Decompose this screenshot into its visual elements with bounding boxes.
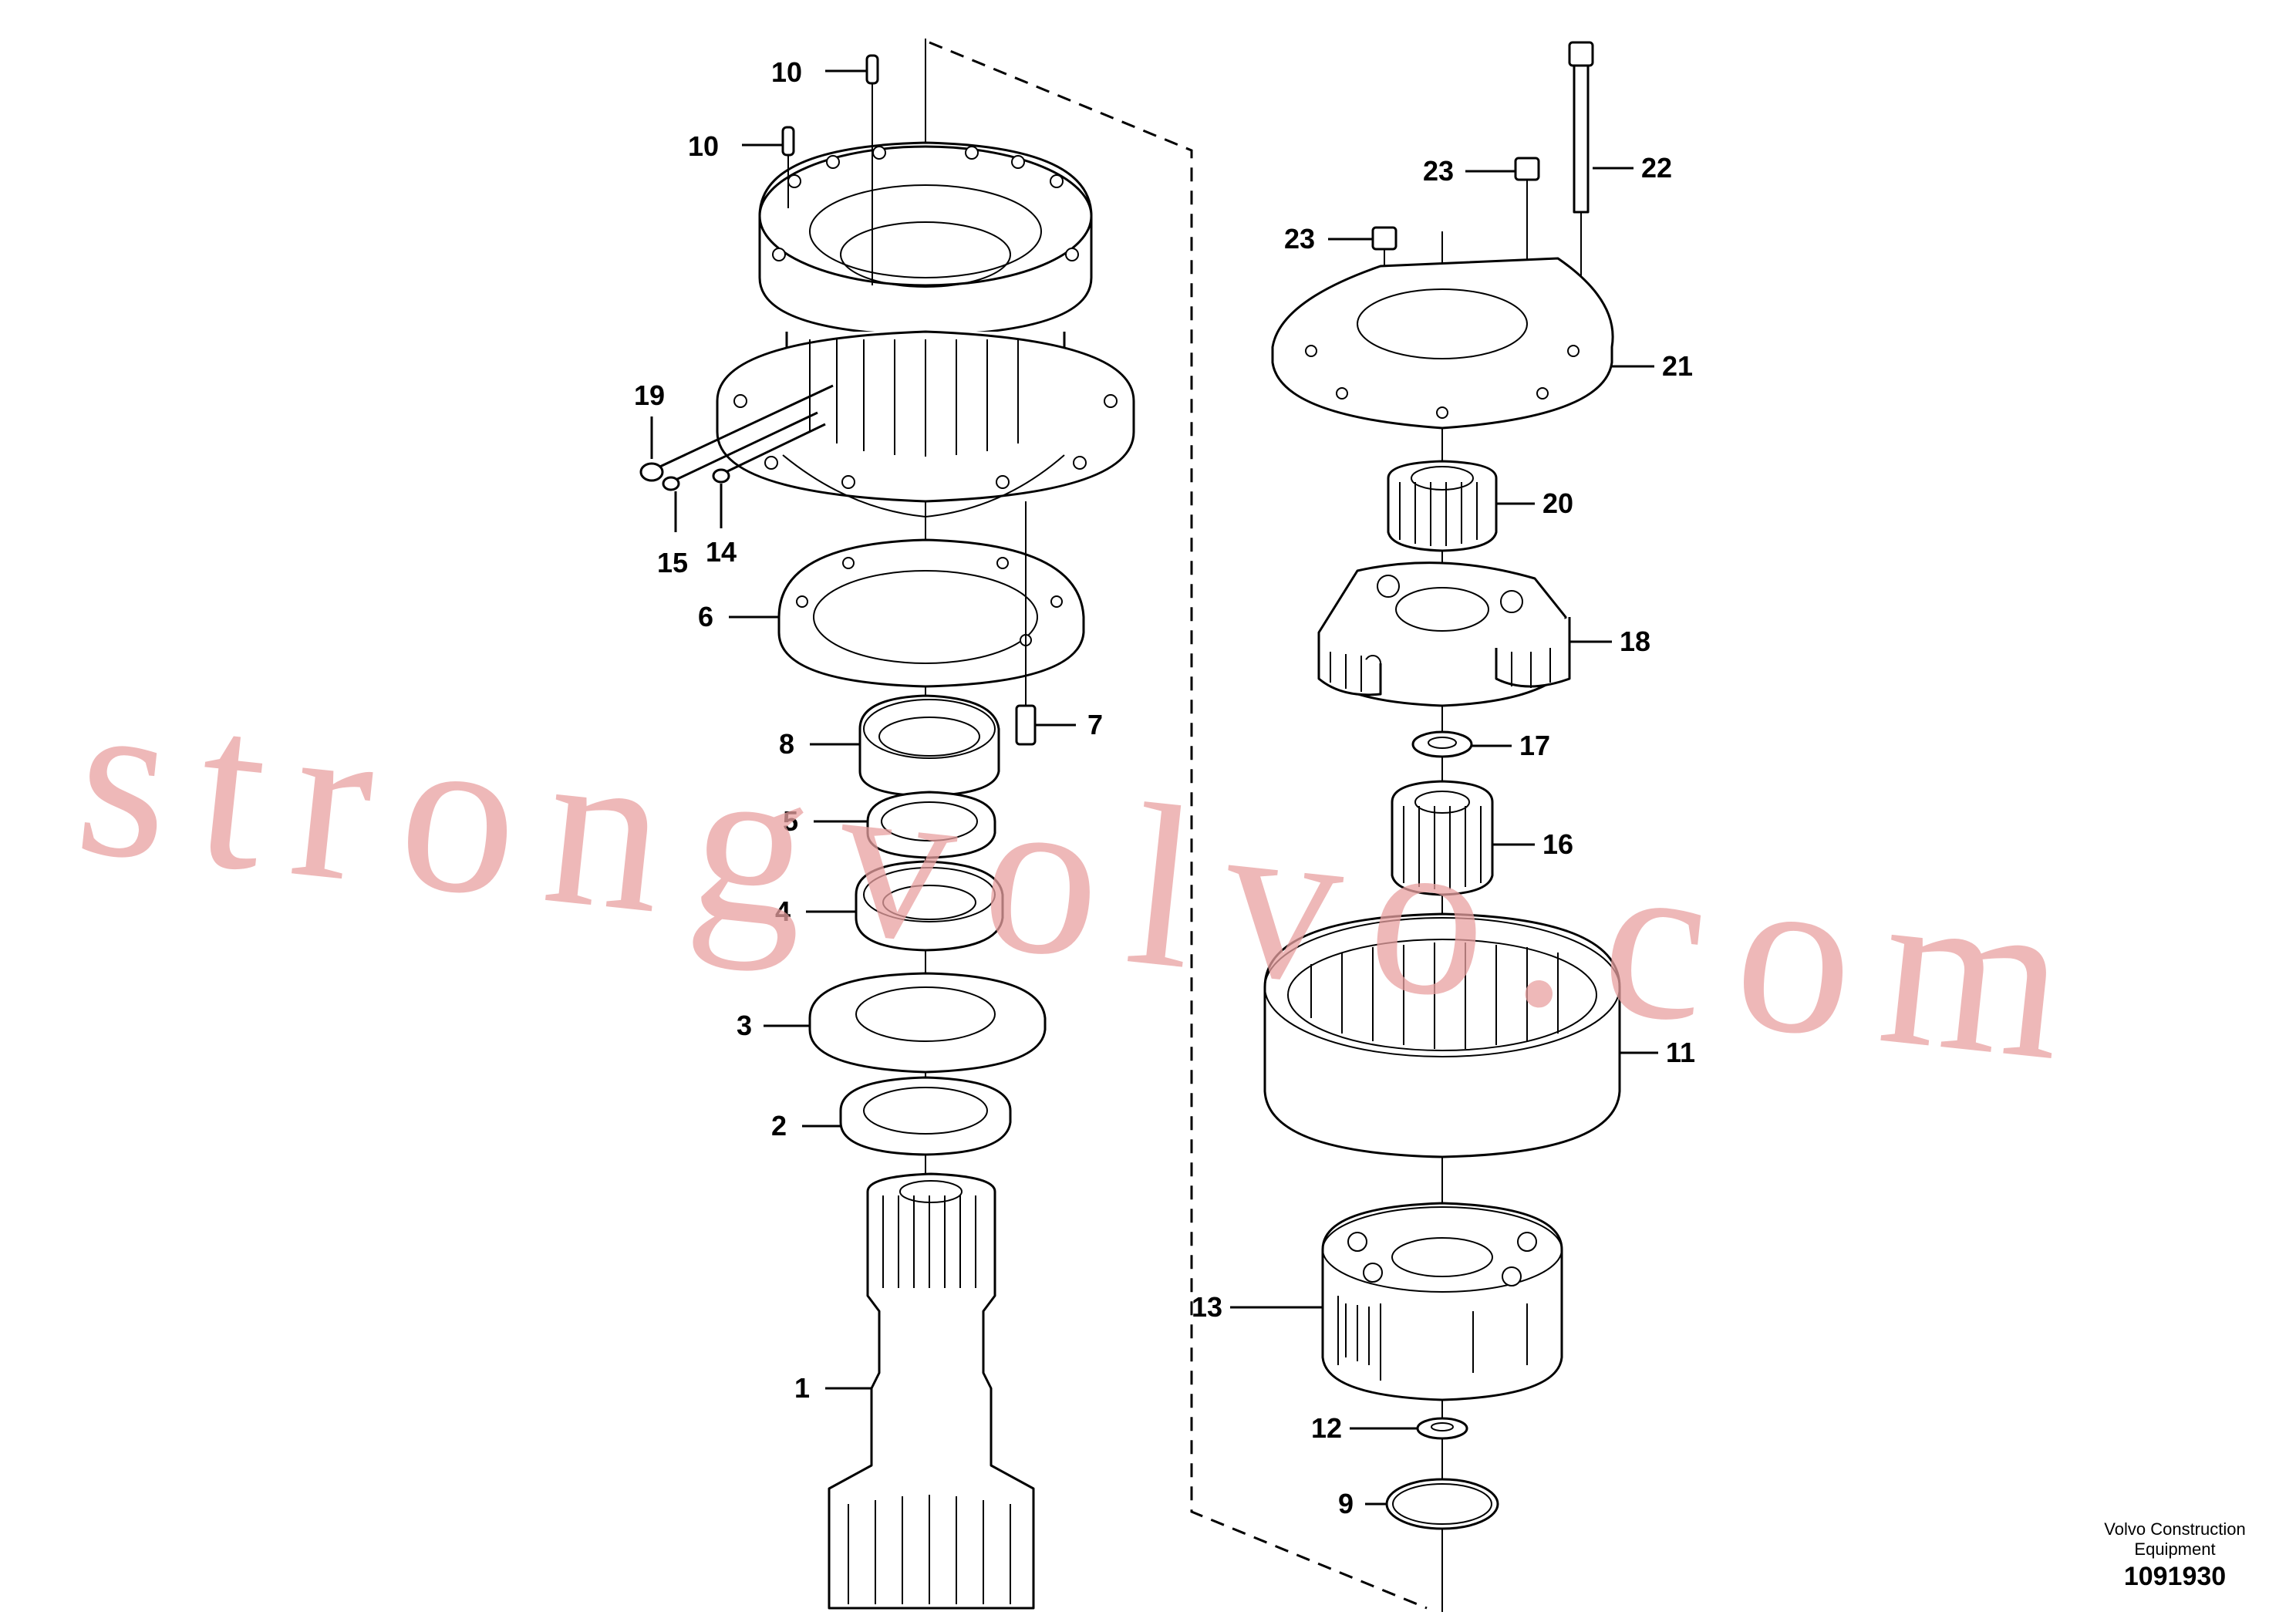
callout-18: 18 — [1620, 626, 1650, 657]
left-assembly — [639, 39, 1135, 1610]
ring-plate — [777, 538, 1085, 688]
callout-15: 15 — [657, 547, 688, 578]
credit-company: Volvo Construction Equipment — [2075, 1519, 2275, 1560]
callout-23-upper: 23 — [1423, 155, 1454, 187]
sun-gear-16 — [1391, 780, 1494, 896]
pinion-shaft — [828, 1172, 1035, 1610]
callout-5: 5 — [783, 805, 798, 837]
callout-9: 9 — [1338, 1488, 1354, 1519]
callout-22: 22 — [1641, 152, 1672, 184]
callout-3: 3 — [737, 1010, 752, 1041]
callout-10-lower: 10 — [688, 130, 719, 162]
ring-2 — [839, 1076, 1012, 1156]
callout-19: 19 — [634, 379, 665, 411]
dowel-pin-upper — [865, 54, 879, 285]
dowel-pin-lower — [781, 126, 795, 208]
ring-gear-11 — [1263, 912, 1621, 1158]
callout-4: 4 — [775, 895, 791, 927]
callout-13: 13 — [1192, 1291, 1222, 1323]
snap-ring-9 — [1385, 1478, 1499, 1530]
callout-8: 8 — [779, 728, 794, 760]
seal-3 — [808, 972, 1047, 1074]
callout-20: 20 — [1542, 487, 1573, 519]
credit-company-line1: Volvo Construction — [2104, 1519, 2246, 1539]
bearing-4 — [855, 860, 1004, 952]
callout-1: 1 — [794, 1372, 810, 1404]
credit-company-line2: Equipment — [2134, 1539, 2216, 1559]
callout-21: 21 — [1662, 350, 1693, 382]
bearing-8 — [858, 694, 1000, 798]
callout-23-lower: 23 — [1284, 223, 1315, 255]
cover-plate — [1271, 257, 1614, 430]
callout-6: 6 — [698, 601, 713, 632]
planet-carrier-18 — [1317, 561, 1571, 707]
right-assembly — [1263, 41, 1621, 1612]
housing — [716, 141, 1135, 518]
callout-labels: 10 10 19 15 14 6 7 8 5 4 3 2 1 13 12 9 1… — [634, 56, 1695, 1519]
sun-gear-20 — [1387, 460, 1498, 552]
thrust-washer-17 — [1411, 730, 1473, 758]
callout-12: 12 — [1311, 1412, 1342, 1444]
callout-17: 17 — [1519, 730, 1550, 761]
drawing-number: 1091930 — [2123, 1562, 2227, 1591]
callout-11: 11 — [1666, 1037, 1695, 1068]
section-frame — [929, 41, 1428, 1610]
callout-10-upper: 10 — [771, 56, 802, 88]
callout-7: 7 — [1087, 709, 1103, 740]
long-bolt-22 — [1568, 41, 1594, 339]
callout-2: 2 — [771, 1110, 787, 1141]
callout-16: 16 — [1542, 828, 1573, 860]
callout-14: 14 — [706, 536, 737, 568]
thrust-washer-12 — [1416, 1417, 1468, 1440]
housing-bolt-holes — [733, 146, 1118, 489]
leader-lines — [650, 69, 1658, 1506]
planet-carrier-13 — [1321, 1202, 1563, 1401]
ring-5 — [866, 791, 996, 859]
drain-tubes — [639, 384, 834, 491]
